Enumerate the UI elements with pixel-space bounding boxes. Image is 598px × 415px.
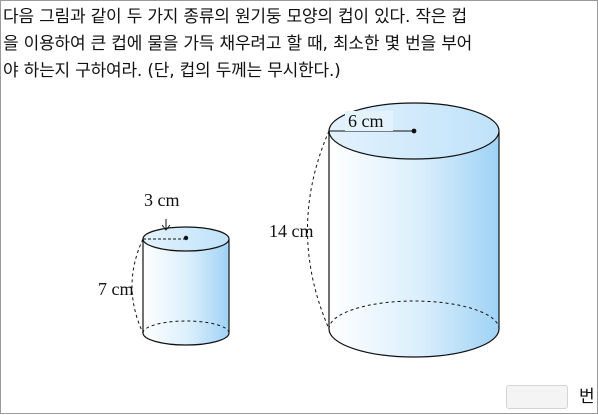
large-height-label: 14 cm	[269, 221, 314, 241]
large-height-brace	[307, 130, 330, 330]
small-height-brace	[131, 238, 144, 334]
small-cylinder-bottom-back	[142, 320, 230, 334]
question-line-3: 야 하는지 구하여라. (단, 컵의 두께는 무시한다.)	[3, 61, 341, 81]
large-radius-label: 6 cm	[348, 111, 384, 131]
question-text: 다음 그림과 같이 두 가지 종류의 원기둥 모양의 컵이 있다. 작은 컵 을…	[3, 4, 595, 85]
question-line-1: 다음 그림과 같이 두 가지 종류의 원기둥 모양의 컵이 있다. 작은 컵	[3, 7, 467, 27]
small-cylinder-bottom-front	[142, 332, 230, 346]
small-cylinder-body	[143, 239, 229, 345]
answer-input[interactable]	[506, 385, 568, 409]
small-height-label: 7 cm	[98, 279, 134, 299]
small-radius-label: 3 cm	[144, 190, 180, 210]
answer-unit: 번	[579, 387, 595, 407]
large-cylinder-body	[329, 131, 499, 357]
question-line-2: 을 이용하여 큰 컵에 물을 가득 채우려고 할 때, 최소한 몇 번을 부어	[3, 34, 473, 54]
large-cylinder-bottom-front	[328, 328, 500, 358]
large-cylinder: 6 cm 14 cm	[269, 102, 500, 358]
small-cylinder: 3 cm 7 cm	[98, 190, 230, 346]
